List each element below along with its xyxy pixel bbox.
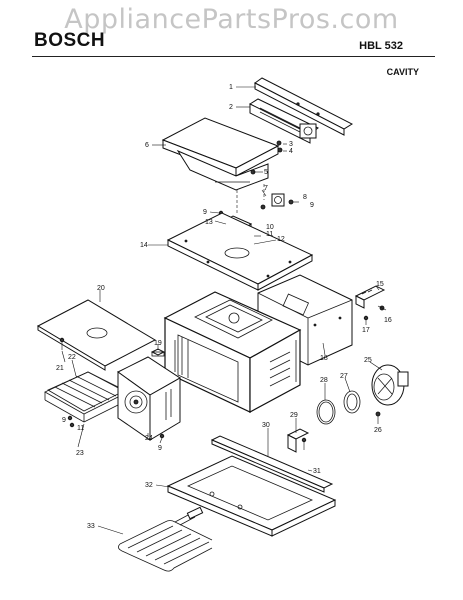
part-cooling-fan bbox=[248, 98, 319, 144]
callout-2: 2 bbox=[229, 104, 233, 111]
callout-15: 15 bbox=[376, 281, 384, 288]
brand-logo: BOSCH bbox=[34, 30, 106, 51]
callout-8: 8 bbox=[303, 194, 307, 201]
callout-4: 4 bbox=[289, 148, 293, 155]
callout-21: 21 bbox=[56, 365, 64, 372]
callout-17: 17 bbox=[362, 327, 370, 334]
callout-27: 27 bbox=[340, 373, 348, 380]
callout-25: 25 bbox=[364, 357, 372, 364]
part-cavity-top-plate bbox=[166, 212, 314, 291]
callout-12: 12 bbox=[277, 236, 285, 243]
callout-11b: 11 bbox=[77, 425, 84, 432]
part-bottom-tray bbox=[166, 455, 337, 537]
callout-19: 19 bbox=[154, 340, 162, 347]
callout-16: 16 bbox=[384, 317, 392, 324]
callout-22: 22 bbox=[68, 354, 76, 361]
part-grill-rack bbox=[44, 371, 129, 428]
callout-20: 20 bbox=[97, 285, 105, 292]
callout-32: 32 bbox=[145, 482, 153, 489]
section-title: CAVITY bbox=[386, 67, 419, 77]
callout-labels: 1 2 3 4 5 6 7 8 9 9 13 10 11 12 14 15 16… bbox=[56, 84, 392, 530]
callout-30: 30 bbox=[262, 422, 270, 429]
part-door-rail bbox=[210, 428, 334, 493]
callout-10: 10 bbox=[266, 224, 274, 231]
callout-9b: 9 bbox=[203, 209, 207, 216]
part-top-cover bbox=[161, 117, 280, 191]
callout-11a: 11 bbox=[266, 231, 273, 238]
part-motor-bracket bbox=[260, 184, 299, 210]
callout-7: 7 bbox=[264, 185, 268, 192]
callout-13: 13 bbox=[205, 219, 213, 226]
callout-29: 29 bbox=[290, 412, 298, 419]
model-number: HBL 532 bbox=[359, 40, 403, 52]
part-terminal-block bbox=[354, 285, 387, 321]
leader-lines bbox=[61, 86, 383, 535]
part-rear-panel bbox=[36, 299, 157, 371]
callout-6: 6 bbox=[145, 142, 149, 149]
callout-9c: 9 bbox=[62, 417, 66, 424]
callout-9d: 9 bbox=[158, 445, 162, 452]
callout-1: 1 bbox=[229, 84, 233, 91]
callout-33: 33 bbox=[87, 523, 95, 530]
header-rule bbox=[32, 56, 435, 57]
part-top-bracket bbox=[254, 77, 354, 136]
part-screws-upper bbox=[250, 140, 283, 175]
callout-26: 26 bbox=[374, 427, 382, 434]
part-bracket bbox=[150, 348, 166, 357]
callout-5: 5 bbox=[264, 169, 268, 176]
callout-9a: 9 bbox=[310, 202, 314, 209]
part-oven-cavity bbox=[163, 291, 302, 414]
part-bottom-heater bbox=[118, 506, 213, 572]
callout-3: 3 bbox=[289, 141, 293, 148]
part-fan-motor bbox=[371, 364, 409, 424]
callout-23: 23 bbox=[76, 450, 84, 457]
callout-24: 24 bbox=[145, 435, 153, 442]
part-motor-seal bbox=[343, 390, 361, 414]
part-fan-ring bbox=[316, 399, 336, 425]
callout-31: 31 bbox=[313, 468, 321, 475]
callout-18: 18 bbox=[320, 355, 328, 362]
callout-28: 28 bbox=[320, 377, 328, 384]
callout-14: 14 bbox=[140, 242, 148, 249]
part-convection-fan-housing bbox=[117, 356, 181, 441]
